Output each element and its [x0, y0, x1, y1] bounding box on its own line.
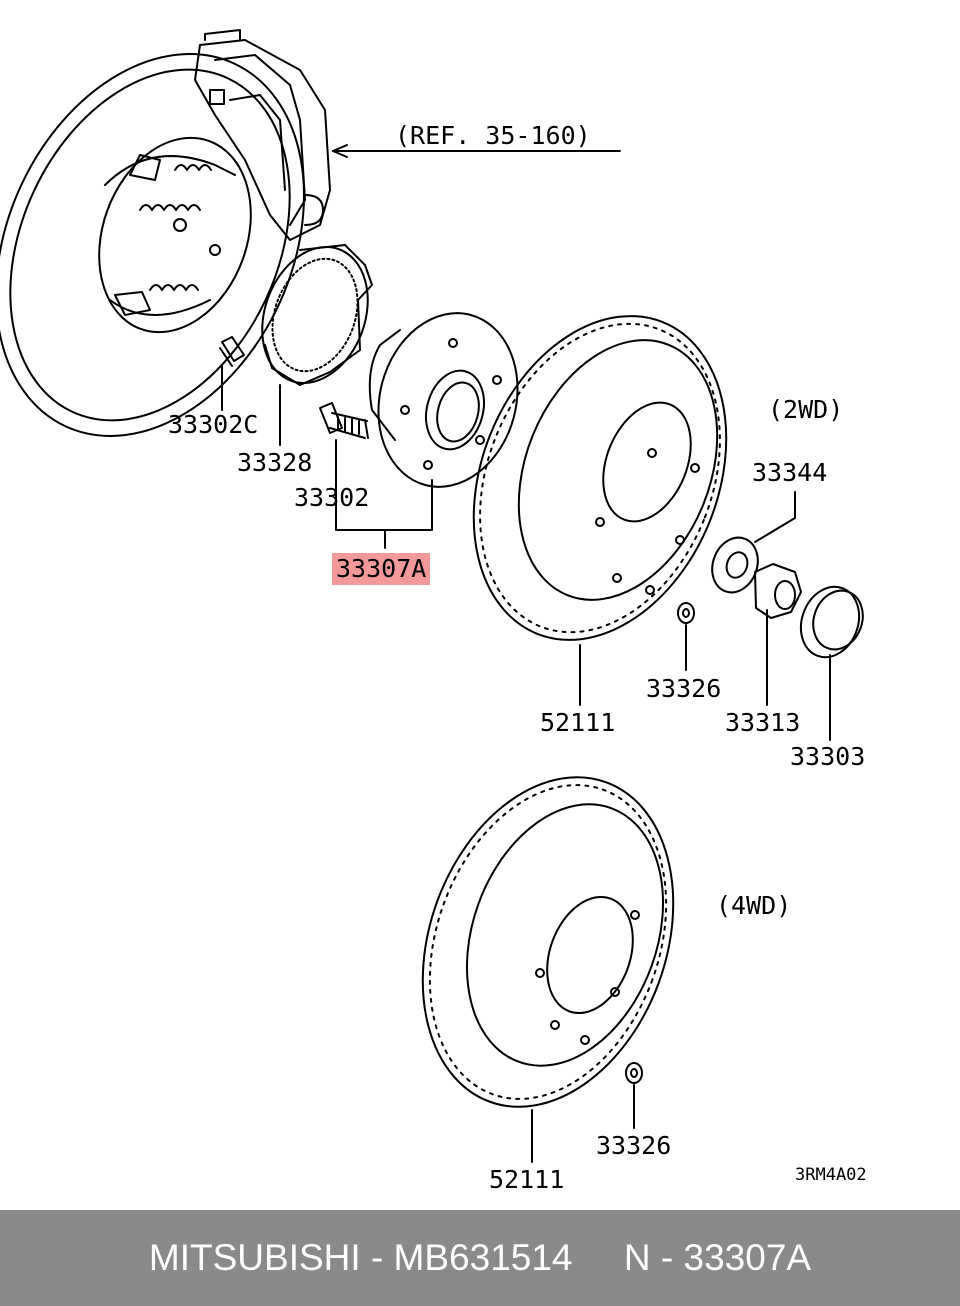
disc-4wd-drawing — [421, 776, 675, 1108]
bolt-33302c-drawing — [219, 336, 245, 367]
part-label-33326-lower[interactable]: 33326 — [596, 1131, 672, 1160]
footer-bar: MITSUBISHI - MB631514 N - 33307A — [0, 1210, 960, 1306]
part-label-33326-upper[interactable]: 33326 — [646, 674, 722, 703]
part-label-33344[interactable]: 33344 — [752, 458, 828, 487]
diagram-code: 3RM4A02 — [795, 1165, 867, 1185]
part-label-33307a-highlighted[interactable]: 33307A — [332, 553, 431, 585]
variant-label-4wd: (4WD) — [716, 891, 792, 920]
variant-label-2wd: (2WD) — [768, 395, 844, 424]
small-nut-upper-drawing — [677, 602, 695, 624]
part-label-52111-lower[interactable]: 52111 — [489, 1165, 565, 1194]
ref-arrow — [332, 144, 348, 158]
disc-2wd-drawing — [472, 315, 728, 641]
ref-label: (REF. 35-160) — [395, 121, 591, 150]
abs-rotor-drawing — [261, 244, 373, 386]
part-label-33303[interactable]: 33303 — [790, 742, 866, 771]
stud-33302-drawing — [319, 402, 369, 439]
part-label-33302c[interactable]: 33302C — [168, 410, 259, 439]
leader-33344 — [754, 491, 796, 543]
parts-diagram — [0, 29, 864, 1163]
small-nut-lower-drawing — [625, 1062, 643, 1084]
upper-leaders — [221, 364, 433, 549]
cap-drawing — [799, 585, 864, 659]
part-label-52111-upper[interactable]: 52111 — [540, 708, 616, 737]
nut-drawing — [754, 563, 802, 619]
part-label-33302[interactable]: 33302 — [294, 483, 370, 512]
hub-drawing — [368, 312, 519, 488]
part-label-33328[interactable]: 33328 — [237, 448, 313, 477]
footer-part-info: MITSUBISHI - MB631514 N - 33307A — [148, 1237, 812, 1278]
part-label-33313[interactable]: 33313 — [725, 708, 801, 737]
backing-plate-drawing — [0, 29, 331, 437]
